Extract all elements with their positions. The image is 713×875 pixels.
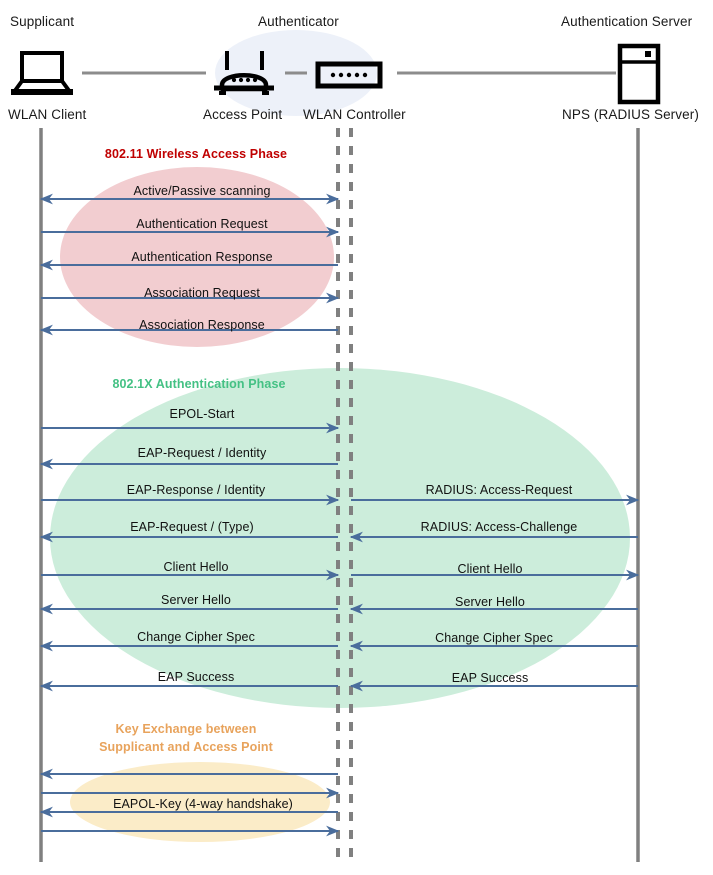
actor-device-wlan-client: WLAN Client bbox=[8, 107, 87, 122]
message-label-m16: Client Hello bbox=[457, 562, 523, 576]
message-label-m2: Authentication Request bbox=[136, 217, 268, 231]
phase-label-key-exchange-line1: Key Exchange between bbox=[115, 722, 257, 736]
actor-role-supplicant: Supplicant bbox=[10, 14, 75, 29]
laptop-icon bbox=[11, 51, 73, 95]
phase-label-wireless-access: 802.11 Wireless Access Phase bbox=[104, 147, 288, 161]
message-label-m22: EAPOL-Key (4-way handshake) bbox=[113, 797, 293, 811]
phase-ellipse-dot1x-authentication bbox=[50, 368, 630, 708]
phase-label-key-exchange-line2: Supplicant and Access Point bbox=[99, 740, 273, 754]
message-label-m7: EAP-Request / Identity bbox=[137, 446, 267, 460]
actor-role-authentication-server: Authentication Server bbox=[561, 14, 693, 29]
actor-device-access-point: Access Point bbox=[203, 107, 283, 122]
message-label-m9: EAP-Request / (Type) bbox=[130, 520, 254, 534]
wireless-access-point-icon bbox=[214, 51, 274, 95]
actor-device-nps-radius-server: NPS (RADIUS Server) bbox=[562, 107, 699, 122]
message-label-m17: Server Hello bbox=[455, 595, 525, 609]
message-label-m8: EAP-Response / Identity bbox=[126, 483, 266, 497]
message-arrows bbox=[39, 193, 640, 837]
message-label-m18: Change Cipher Spec bbox=[435, 631, 553, 645]
message-label-m1: Active/Passive scanning bbox=[133, 184, 271, 198]
message-label-m5: Association Response bbox=[139, 318, 265, 332]
actor-role-authenticator: Authenticator bbox=[258, 14, 339, 29]
phase-ellipses bbox=[50, 167, 630, 842]
phase-ellipse-key-exchange bbox=[70, 762, 330, 842]
actor-device-wlan-controller: WLAN Controller bbox=[303, 107, 406, 122]
message-label-m4: Association Request bbox=[144, 286, 260, 300]
wlan-controller-icon bbox=[315, 61, 383, 89]
server-rack-icon bbox=[617, 43, 661, 105]
phase-ellipse-wireless-access bbox=[60, 167, 334, 347]
phase-label-dot1x-authentication: 802.1X Authentication Phase bbox=[112, 377, 286, 391]
message-label-m6: EPOL-Start bbox=[169, 407, 235, 421]
message-label-m3: Authentication Response bbox=[131, 250, 273, 264]
message-label-m12: Change Cipher Spec bbox=[137, 630, 255, 644]
message-label-m14: RADIUS: Access-Request bbox=[425, 483, 573, 497]
message-label-m15: RADIUS: Access-Challenge bbox=[420, 520, 578, 534]
message-label-m10: Client Hello bbox=[163, 560, 229, 574]
message-label-m11: Server Hello bbox=[161, 593, 231, 607]
message-label-m19: EAP Success bbox=[451, 671, 529, 685]
message-label-m13: EAP Success bbox=[157, 670, 235, 684]
